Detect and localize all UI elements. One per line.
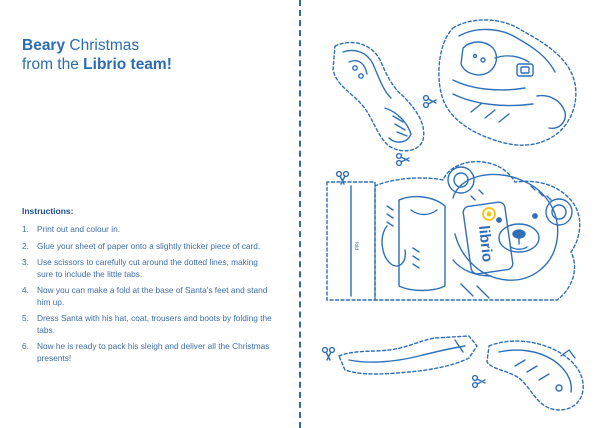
step-number: 3. [22, 257, 29, 268]
heading-line-1: Beary Christmas [22, 36, 277, 55]
heading-from-the: from the [22, 56, 84, 73]
step-number: 4. [22, 285, 29, 296]
librio-logo-badge [462, 201, 514, 275]
scissors-icon [335, 170, 350, 185]
instructions-list: 1. Print out and colour in. 2. Glue your s… [22, 224, 272, 369]
instructions-title: Instructions: [22, 206, 74, 216]
step-number: 5. [22, 313, 29, 324]
instruction-step: 2. Glue your sheet of paper onto a slight… [22, 241, 272, 252]
step-text: Glue your sheet of paper onto a slightly… [37, 240, 261, 251]
scissors-icon [395, 152, 410, 167]
heading-christmas: Christmas [65, 37, 140, 54]
heading-bold-team: Librio team! [83, 56, 172, 73]
instruction-step: 4. Now you can make a fold at the base of… [22, 285, 272, 308]
greeting-heading: Beary Christmas from the Librio team! [22, 36, 277, 74]
step-text: Now you can make a fold at the base of S… [37, 285, 268, 307]
step-number: 2. [22, 240, 29, 251]
trousers-cutout-piece [338, 335, 478, 375]
heading-line-2: from the Librio team! [22, 55, 277, 74]
hat-cutout-piece [438, 19, 577, 146]
fold-label: fold [353, 242, 359, 250]
scissors-icon [321, 346, 336, 361]
step-text: Print out and colour in. [37, 224, 121, 234]
instruction-step: 1. Print out and colour in. [22, 224, 272, 235]
bear-cutout-artwork: fold librio [321, 19, 584, 411]
instruction-step: 3. Use scissors to carefully cut around t… [22, 257, 272, 280]
instruction-step: 5. Dress Santa with his hat, coat, trouse… [22, 313, 272, 336]
step-text: Use scissors to carefully cut around the… [37, 257, 258, 279]
fold-divider-line [299, 0, 301, 428]
step-number: 1. [22, 224, 29, 234]
fold-tab [326, 181, 376, 301]
scissors-icon [422, 94, 437, 109]
bear-body [374, 160, 581, 301]
instruction-step: 6. Now he is ready to pack his sleigh and… [22, 341, 272, 364]
step-number: 6. [22, 341, 29, 352]
librio-logo-text: librio [475, 225, 496, 263]
step-text: Dress Santa with his hat, coat, trousers… [37, 313, 272, 335]
step-text: Now he is ready to pack his sleigh and d… [37, 341, 270, 363]
heading-bold-beary: Beary [22, 37, 66, 54]
coat-cutout-piece [486, 340, 584, 411]
boot-cutout-piece [332, 41, 425, 152]
scissors-icon [471, 374, 486, 389]
